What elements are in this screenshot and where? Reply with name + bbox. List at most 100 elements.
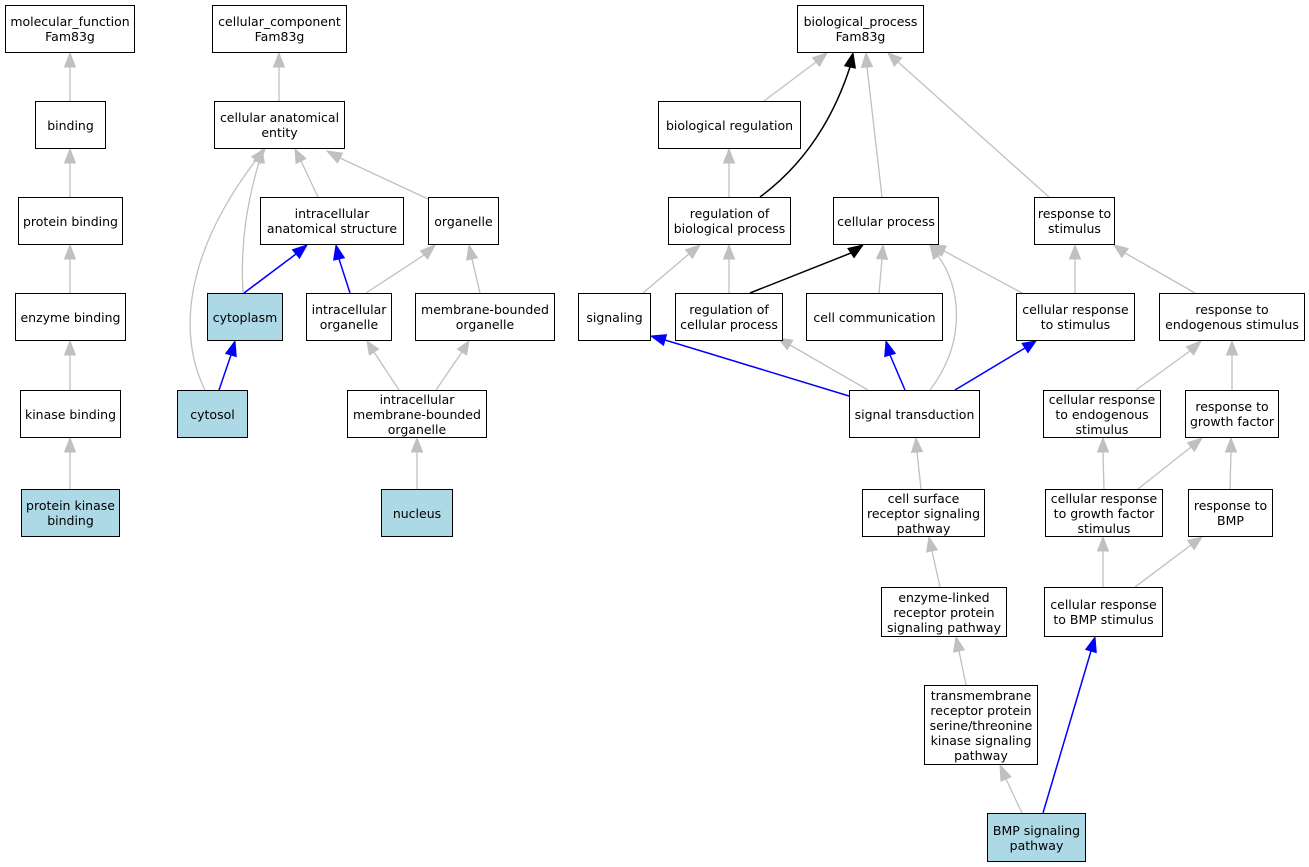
node-transmembrane-receptor-protein-serine-threonine-kinase-signaling-pathway[interactable]: transmembrane receptor protein serine/th… [924,685,1038,765]
node-cellular-response-to-bmp-stimulus[interactable]: cellular response to BMP stimulus [1044,587,1163,637]
edge-bmp-to-crbmps [1042,635,1097,814]
node-intracellular-organelle[interactable]: intracellular organelle [306,293,392,341]
arrowhead [1186,437,1204,453]
edge-cytoplasm-to-ias [243,244,309,294]
edge-binding-to-mf-root [63,51,77,101]
edge-crs-to-rts [1068,243,1082,293]
edge-cc-to-cp [875,243,889,294]
node-cytosol[interactable]: cytosol [177,390,248,438]
edge-bioreg-to-bp-root [763,52,829,102]
node-molecular-function-root[interactable]: molecular_function Fam83g [5,5,135,53]
edge-st-to-cc [884,339,906,391]
arrowhead [63,339,77,356]
edge-crtes-to-rtes [1135,340,1203,391]
edge-cytosol-to-cae [189,147,266,391]
edge-crbmps-to-rtbmp [1134,536,1204,588]
node-cellular-response-to-stimulus[interactable]: cellular response to stimulus [1016,293,1135,341]
edge-cae-to-cc-root [272,51,286,101]
arrowhead [294,147,307,165]
node-cellular-anatomical-entity[interactable]: cellular anatomical entity [214,101,345,149]
edge-rbp-to-bioreg [722,147,736,197]
node-membrane-bounded-organelle[interactable]: membrane-bounded organelle [415,293,555,341]
arrowhead [999,763,1012,782]
arrowhead [1068,243,1082,260]
arrowhead [63,51,77,68]
arrowhead [1225,339,1239,356]
node-enzyme-binding[interactable]: enzyme binding [15,293,126,341]
arrowhead [649,334,668,347]
node-response-to-bmp[interactable]: response to BMP [1188,489,1273,537]
arrowhead [722,147,736,164]
edge-rcp-to-rbp [722,243,736,293]
arrowhead [1021,340,1038,354]
node-cellular-response-to-growth-factor-stimulus[interactable]: cellular response to growth factor stimu… [1045,489,1163,537]
node-biological-regulation[interactable]: biological regulation [658,101,801,149]
arrowhead [366,339,380,356]
edge-protein-kinase-binding-to-kinase-binding [63,436,77,489]
edge-rtbmp-to-rtgf [1224,436,1238,490]
arrowhead [63,147,77,164]
node-signaling[interactable]: signaling [578,293,651,341]
node-cellular-process[interactable]: cellular process [833,197,939,245]
node-response-to-endogenous-stimulus[interactable]: response to endogenous stimulus [1159,293,1305,341]
arrowhead [272,51,286,68]
arrowhead [419,244,437,260]
node-protein-kinase-binding[interactable]: protein kinase binding [21,489,120,537]
node-biological-process-root[interactable]: biological_process Fam83g [797,5,924,53]
edge-cp-to-bp-root [860,51,883,198]
arrowhead [1112,244,1130,259]
edge-organelle-to-cae [325,150,429,200]
arrowhead [910,436,924,453]
node-bmp-signaling-pathway[interactable]: BMP signaling pathway [987,813,1086,862]
edge-imbo-to-io [366,339,400,391]
edge-st-to-rcp [776,337,869,391]
arrowhead [325,150,344,164]
node-regulation-of-cellular-process[interactable]: regulation of cellular process [675,293,783,341]
edge-io-to-ias [333,243,351,294]
arrowhead [291,244,309,260]
edge-crs-to-cp [928,244,1023,294]
arrowhead [250,147,266,165]
node-nucleus[interactable]: nucleus [381,489,453,537]
node-binding[interactable]: binding [35,101,106,149]
edge-crtgfs-to-crtes [1096,436,1110,490]
arrowhead [456,339,470,356]
edge-nucleus-to-imbo [410,436,424,489]
node-cytoplasm[interactable]: cytoplasm [207,293,283,341]
node-protein-binding[interactable]: protein binding [18,197,123,245]
edge-rts-to-bp-root [887,52,1050,198]
arrowhead [722,243,736,260]
arrowhead [63,436,77,453]
arrowhead [63,243,77,260]
arrowhead [466,243,479,261]
node-signal-transduction[interactable]: signal transduction [849,390,980,438]
arrowhead [843,51,856,69]
edge-io-to-organelle [365,244,437,294]
edge-st-to-signaling [649,334,850,397]
node-cellular-component-root[interactable]: cellular_component Fam83g [212,5,347,53]
node-enzyme-linked-receptor-protein-signaling-pathway[interactable]: enzyme-linked receptor protein signaling… [881,587,1007,637]
arrowhead [887,52,903,67]
node-kinase-binding[interactable]: kinase binding [20,390,121,438]
node-organelle[interactable]: organelle [428,197,499,245]
node-regulation-of-biological-process[interactable]: regulation of biological process [668,197,791,245]
node-cellular-response-to-endogenous-stimulus[interactable]: cellular response to endogenous stimulus [1043,390,1161,438]
arrowhead [1096,535,1110,552]
edge-bmp-to-tmrp [999,763,1023,814]
node-intracellular-membrane-bounded-organelle[interactable]: intracellular membrane-bounded organelle [347,390,487,438]
node-response-to-growth-factor[interactable]: response to growth factor [1185,390,1279,438]
arrowhead [333,243,346,261]
node-cell-communication[interactable]: cell communication [806,293,943,341]
edge-rcp-to-cp [749,244,865,294]
edge-signaling-to-rbp [642,244,702,294]
node-cell-surface-receptor-signaling-pathway[interactable]: cell surface receptor signaling pathway [862,489,985,537]
arrowhead [847,244,865,259]
edge-tmrp-to-elrpsp [953,635,967,686]
arrowhead [926,535,939,553]
arrowhead [860,51,874,68]
node-response-to-stimulus[interactable]: response to stimulus [1034,197,1115,245]
node-intracellular-anatomical-structure[interactable]: intracellular anatomical structure [260,197,404,245]
arrowhead [1224,436,1238,453]
edge-rtgf-to-rtes [1225,339,1239,390]
